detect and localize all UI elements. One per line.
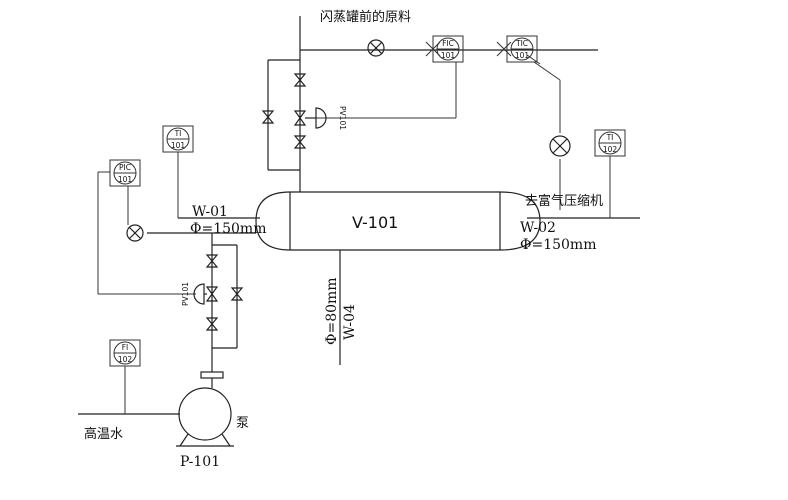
instrument-function: TIC <box>515 39 528 48</box>
gate-valves <box>205 73 307 331</box>
stream-labels: 闪蒸罐前的原料 去富气压缩机 高温水 W-01 Φ=150mm W-02 Φ=1… <box>84 9 603 442</box>
compressor-label: 去富气压缩机 <box>525 193 603 209</box>
bottom-stream-name: W-04 <box>342 304 358 340</box>
gas-stream-name: W-02 <box>520 220 556 236</box>
vessel-tag: V-101 <box>352 213 398 232</box>
instrument-number: 101 <box>515 51 530 60</box>
instrument-function: PIC <box>119 163 131 172</box>
instrument-number: 101 <box>441 51 456 60</box>
instrument-function: FIC <box>442 39 454 48</box>
gate-valve <box>205 317 219 331</box>
pump-p101: 泵 P-101 <box>176 371 249 470</box>
instrument-function: TI <box>606 133 614 142</box>
gas-stream-size: Φ=150mm <box>520 237 596 253</box>
bottom-stream-size: Φ=80mm <box>324 277 340 345</box>
instrument-ti-101: TI 101 <box>162 125 194 153</box>
valve-tag: PV101 <box>181 282 190 306</box>
inlet-stream-size: Φ=150mm <box>190 221 266 237</box>
control-valve-top: PV101 <box>293 106 347 130</box>
instrument-ti-102: TI 102 <box>594 129 626 157</box>
gate-valve <box>205 254 219 268</box>
gate-valve <box>293 73 307 87</box>
gate-valve <box>261 110 275 124</box>
instrument-tic-101: TIC 101 <box>496 35 541 65</box>
instrument-pic-101: PIC 101 <box>109 159 141 187</box>
instrument-function: TI <box>174 129 182 138</box>
instrument-fi-102: FI 102 <box>109 339 141 367</box>
hot-water-label: 高温水 <box>84 426 123 442</box>
instrument-number: 101 <box>171 141 186 150</box>
inlet-stream-name: W-01 <box>192 204 228 220</box>
flow-elements <box>126 39 571 242</box>
gate-valve <box>230 287 244 301</box>
instrument-number: 101 <box>118 175 133 184</box>
instrument-fic-101: FIC 101 <box>425 35 464 63</box>
top-feed-label: 闪蒸罐前的原料 <box>320 9 411 25</box>
pump-label: 泵 <box>236 416 249 431</box>
piping <box>78 16 640 415</box>
flash-drum-v101: V-101 <box>255 191 541 251</box>
instrument-number: 102 <box>603 145 618 154</box>
control-valve-left: PV101 <box>181 282 219 306</box>
instrument-function: FI <box>122 343 129 352</box>
valve-tag: PV101 <box>338 106 347 130</box>
pump-tag: P-101 <box>180 454 220 470</box>
instrument-number: 102 <box>118 355 133 364</box>
gate-valve <box>293 135 307 149</box>
